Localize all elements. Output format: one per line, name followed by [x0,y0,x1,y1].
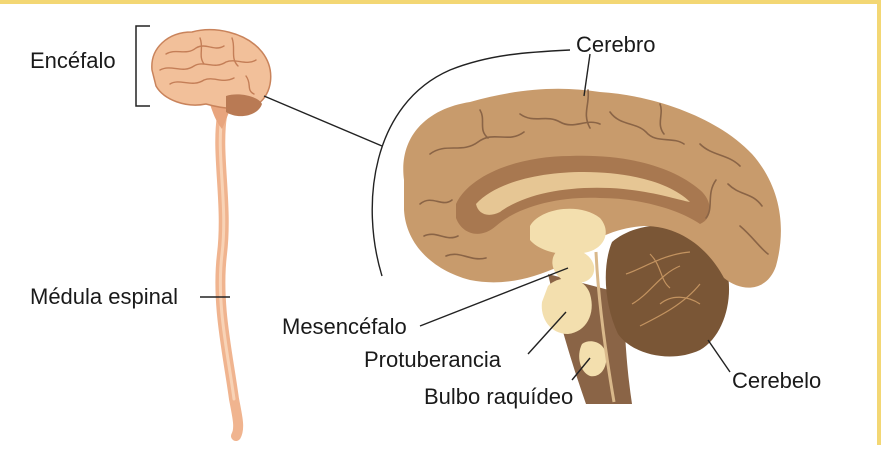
label-cerebro: Cerebro [576,34,655,56]
connector-line [264,96,382,146]
label-bulbo-raquideo: Bulbo raquídeo [424,386,573,408]
cerebro-leader [584,54,590,96]
encefalo-bracket [136,26,150,106]
label-encefalo: Encéfalo [30,50,116,72]
label-medula-espinal: Médula espinal [30,286,178,308]
label-mesencefalo: Mesencéfalo [282,316,407,338]
spinal-cord [220,116,238,436]
pons [542,278,592,334]
cerebelo-leader [708,340,730,372]
label-protuberancia: Protuberancia [364,349,501,371]
label-cerebelo: Cerebelo [732,370,821,392]
small-figure [136,26,382,436]
thalamus [530,209,606,255]
small-brain [152,30,271,109]
